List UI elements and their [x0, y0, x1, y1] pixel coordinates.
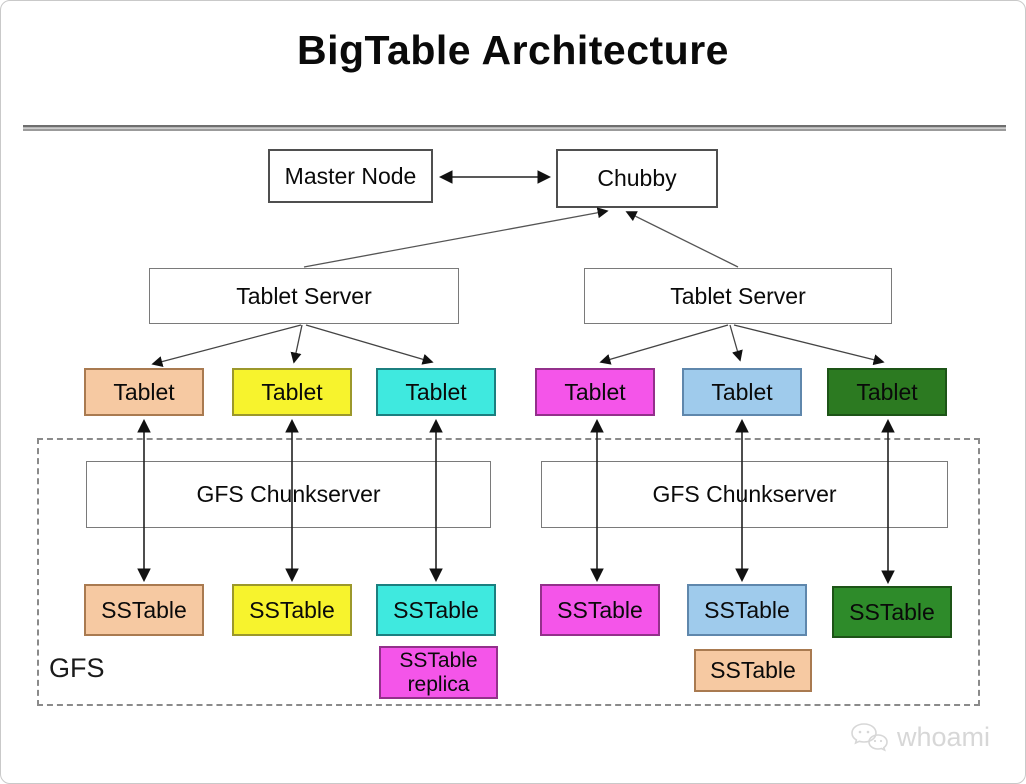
gfs-region-label: GFS	[49, 653, 105, 683]
node-tablet-2: Tablet	[232, 368, 352, 416]
node-master-label: Master Node	[284, 162, 417, 189]
gfs-region	[37, 438, 980, 706]
page-title: BigTable Architecture	[297, 27, 729, 73]
node-tablet-4: Tablet	[535, 368, 655, 416]
node-sstable-4: SSTable	[540, 584, 660, 636]
node-chunkserver-right: GFS Chunkserver	[541, 461, 948, 528]
node-chubby: Chubby	[556, 149, 718, 208]
chunkserver-right-label: GFS Chunkserver	[652, 481, 837, 507]
node-master: Master Node	[268, 149, 433, 203]
tablet-4-label: Tablet	[564, 378, 626, 405]
node-sstable-replica: SSTable replica	[379, 646, 498, 699]
sstable-replica-line2: replica	[407, 672, 470, 696]
node-sstable-5: SSTable	[687, 584, 807, 636]
title-divider	[23, 125, 1006, 131]
sstable-3-label: SSTable	[393, 596, 479, 623]
node-tablet-5: Tablet	[682, 368, 802, 416]
chunkserver-left-label: GFS Chunkserver	[196, 481, 381, 507]
sstable-6-label: SSTable	[849, 598, 935, 625]
node-sstable-extra: SSTable	[694, 649, 812, 692]
node-sstable-3: SSTable	[376, 584, 496, 636]
sstable-2-label: SSTable	[249, 596, 335, 623]
node-tablet-6: Tablet	[827, 368, 947, 416]
sstable-5-label: SSTable	[704, 596, 790, 623]
node-chunkserver-left: GFS Chunkserver	[86, 461, 491, 528]
node-tablet-server-left: Tablet Server	[149, 268, 459, 324]
node-sstable-6: SSTable	[832, 586, 952, 638]
sstable-extra-label: SSTable	[710, 657, 796, 683]
tablet-3-label: Tablet	[405, 378, 467, 405]
tablet-2-label: Tablet	[261, 378, 323, 405]
sstable-4-label: SSTable	[557, 596, 643, 623]
node-tablet-1: Tablet	[84, 368, 204, 416]
tablet-server-left-label: Tablet Server	[236, 282, 372, 309]
node-sstable-2: SSTable	[232, 584, 352, 636]
tablet-5-label: Tablet	[711, 378, 773, 405]
sstable-replica-line1: SSTable	[399, 648, 478, 672]
node-tablet-3: Tablet	[376, 368, 496, 416]
tablet-server-right-label: Tablet Server	[670, 282, 806, 309]
tablet-1-label: Tablet	[113, 378, 175, 405]
watermark-text: whoami	[897, 721, 991, 752]
watermark: whoami	[849, 721, 990, 753]
node-tablet-server-right: Tablet Server	[584, 268, 892, 324]
node-chubby-label: Chubby	[597, 165, 677, 191]
chat-bubbles-icon	[851, 723, 888, 752]
tablet-6-label: Tablet	[856, 378, 918, 405]
sstable-1-label: SSTable	[101, 596, 187, 623]
node-sstable-1: SSTable	[84, 584, 204, 636]
